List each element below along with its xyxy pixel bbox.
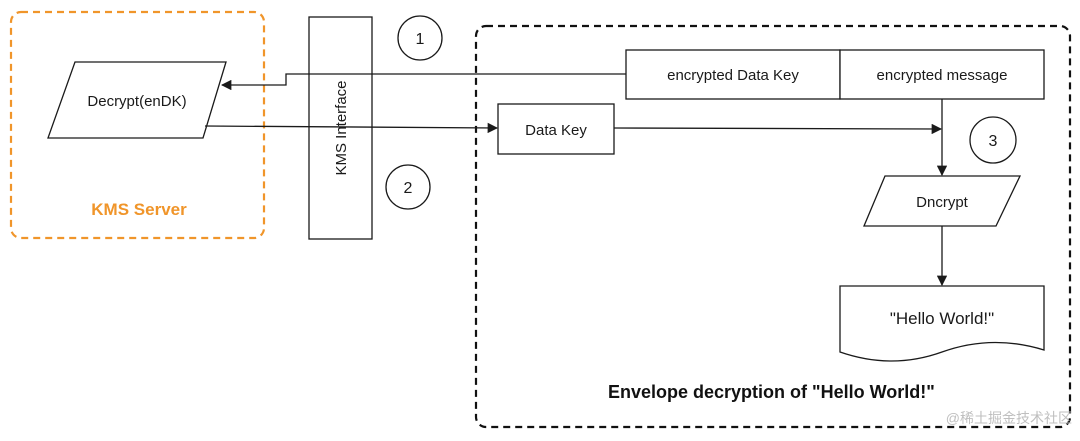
hello-world-label: "Hello World!" — [890, 309, 994, 328]
hello-world-document — [839, 285, 1045, 362]
arrow-decrypt-to-data-key — [204, 122, 499, 134]
step-2-circle — [385, 164, 431, 210]
dncrypt-shape — [863, 175, 1022, 227]
envelope-container — [474, 24, 1072, 429]
decrypt-endk-shape — [47, 61, 227, 139]
step-3-label: 3 — [989, 133, 998, 150]
decrypt-endk-label: Decrypt(enDK) — [87, 93, 186, 110]
data-key-label: Data Key — [525, 122, 587, 139]
arrow-data-key-to-decrypt-line — [613, 123, 943, 135]
envelope-title: Envelope decryption of "Hello World!" — [608, 382, 935, 402]
kms-server-container — [9, 10, 266, 240]
step-2-label: 2 — [404, 180, 413, 197]
encrypted-data-key-box — [625, 49, 841, 100]
dncrypt-label: Dncrypt — [916, 194, 969, 211]
kms-interface-label: KMS Interface — [333, 80, 350, 175]
watermark-text: @稀土掘金技术社区 — [946, 410, 1072, 426]
encrypted-message-label: encrypted message — [877, 67, 1008, 84]
encrypted-data-key-label: encrypted Data Key — [667, 67, 799, 84]
step-3-circle — [969, 116, 1017, 164]
arrow-enc-key-to-decrypt — [220, 73, 626, 91]
data-key-box — [497, 103, 615, 155]
kms-server-title: KMS Server — [91, 200, 187, 219]
kms-interface-box — [308, 16, 373, 240]
step-1-circle — [397, 15, 443, 61]
step-1-label: 1 — [416, 31, 425, 48]
